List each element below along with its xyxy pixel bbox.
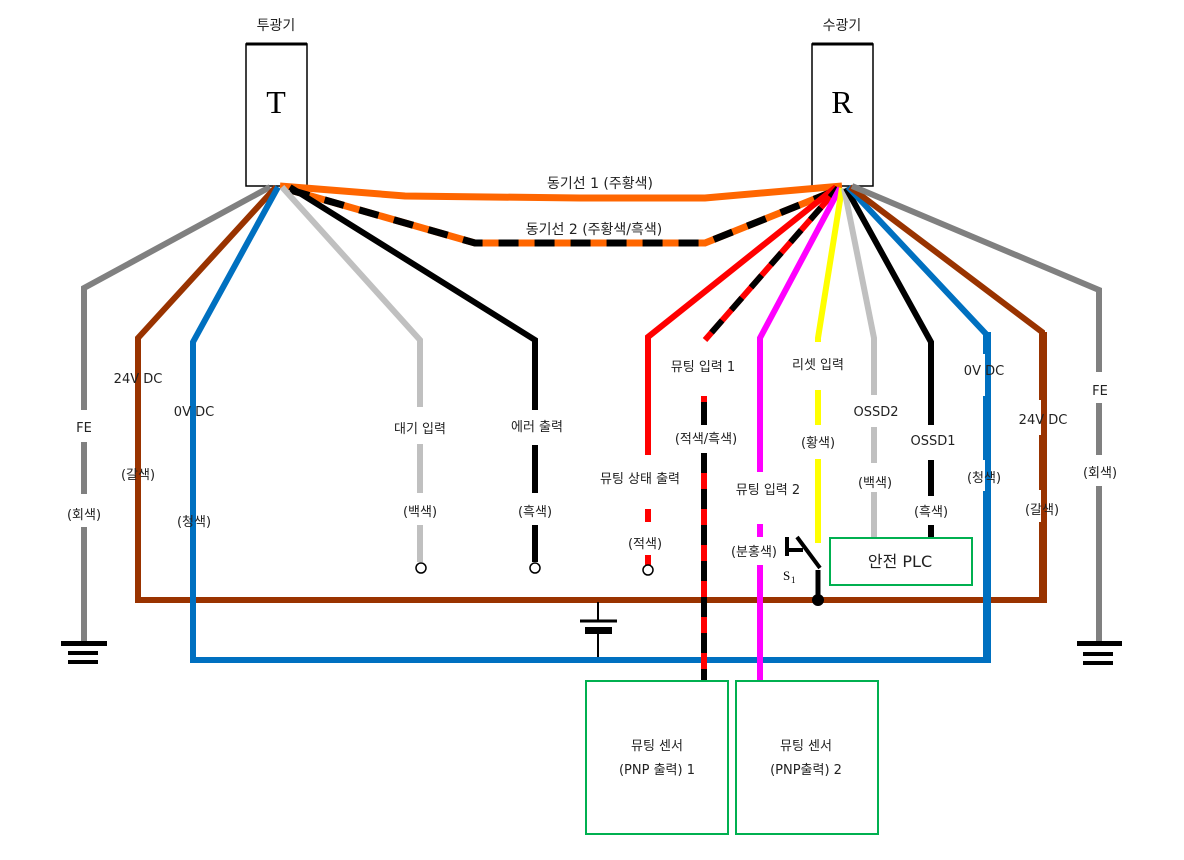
receiver-wire-24v-name: 24V DC — [1019, 413, 1068, 428]
receiver-wire-muting-input-2: 뮤팅 입력 2 (분홍색) — [731, 186, 843, 680]
receiver-wire-muting-input-2-color: (분홍색) — [731, 545, 777, 560]
receiver-wire-fe: FE (회색) — [850, 183, 1117, 642]
receiver-wire-ossd1: OSSD1 (흑색) — [843, 186, 956, 538]
emitter-wire-standby-input: 대기 입력 (백색) — [279, 184, 446, 574]
receiver-wire-0v: 0V DC (청색) — [845, 184, 1004, 660]
ground-left-icon — [61, 641, 107, 664]
emitter-wire-0v-color: (청색) — [177, 515, 211, 530]
emitter-unit: 투광기 T — [245, 18, 308, 187]
safety-plc-label: 안전 PLC — [868, 552, 932, 571]
receiver-wire-muting-status-name: 뮤팅 상태 출력 — [600, 472, 680, 487]
receiver-unit: 수광기 R — [811, 18, 874, 187]
bus-0v — [190, 332, 991, 663]
receiver-wire-reset-input: 리셋 입력 (황색) — [792, 187, 845, 543]
receiver-wire-ossd2-name: OSSD2 — [853, 405, 898, 420]
muting-sensor-1: 뮤팅 센서 (PNP 출력) 1 — [585, 680, 729, 835]
receiver-wire-reset-name: 리셋 입력 — [792, 358, 844, 373]
receiver-wire-muting-status-color: (적색) — [628, 537, 662, 552]
ground-right-icon — [1077, 641, 1122, 665]
safety-plc: 안전 PLC — [829, 537, 973, 586]
emitter-wire-error-output: 에러 출력 (흑색) — [288, 184, 563, 574]
receiver-wire-0v-name: 0V DC — [964, 364, 1004, 379]
muting-sensor-2-line1: 뮤팅 센서 — [780, 739, 832, 754]
receiver-wire-ossd1-color: (흑색) — [914, 505, 948, 520]
emitter-letter: T — [266, 84, 286, 120]
emitter-wire-24v-name: 24V DC — [114, 372, 163, 387]
emitter-wire-0v-name: 0V DC — [174, 405, 214, 420]
emitter-title: 투광기 — [257, 18, 296, 34]
muting-sensor-2-line2: (PNP출력) 2 — [770, 763, 842, 778]
muting-sensor-1-box — [585, 680, 729, 835]
emitter-wire-fe-color: (회색) — [67, 508, 101, 523]
receiver-wire-muting-input-1-name: 뮤팅 입력 1 — [671, 360, 735, 375]
battery-icon — [580, 602, 617, 657]
receiver-wire-fe-name: FE — [1092, 384, 1108, 399]
sync-line-2-label: 동기선 2 (주황색/흑색) — [526, 221, 663, 238]
receiver-wire-reset-color: (황색) — [801, 436, 835, 451]
receiver-wire-ossd2: OSSD2 (백색) — [841, 187, 899, 538]
receiver-wire-24v-color: (갈색) — [1025, 503, 1059, 518]
muting-sensor-2: 뮤팅 센서 (PNP출력) 2 — [735, 680, 879, 835]
emitter-wire-0v: 0V DC (청색) — [174, 185, 281, 602]
receiver-wire-ossd1-name: OSSD1 — [910, 434, 955, 449]
receiver-wire-24v: 24V DC (갈색) — [848, 184, 1068, 600]
receiver-wire-0v-color: (청색) — [967, 471, 1001, 486]
receiver-box — [811, 43, 874, 187]
switch-label: S — [783, 568, 790, 583]
sync-line-2-stripe — [289, 184, 844, 247]
sync-line-1-label: 동기선 1 (주황색) — [547, 176, 653, 192]
sync-line-1: 동기선 1 (주황색) — [279, 176, 843, 202]
receiver-wire-muting-input-2-name: 뮤팅 입력 2 — [736, 483, 800, 498]
safety-plc-box — [829, 537, 973, 586]
receiver-wire-muting-input-1: 뮤팅 입력 1 (적색/흑색) — [671, 186, 841, 680]
receiver-wire-fe-color: (회색) — [1083, 466, 1117, 481]
emitter-wire-standby-color: (백색) — [403, 505, 437, 520]
terminal-error — [529, 562, 541, 574]
terminal-muting-status — [642, 564, 654, 576]
muting-sensor-1-line2: (PNP 출력) 1 — [619, 763, 695, 778]
emitter-wire-24v: 24V DC (갈색) — [114, 184, 279, 600]
muting-sensor-2-box — [735, 680, 879, 835]
emitter-box — [245, 43, 308, 187]
receiver-letter: R — [831, 84, 853, 120]
emitter-wire-fe-name: FE — [76, 421, 92, 436]
emitter-wire-24v-color: (갈색) — [121, 468, 155, 483]
emitter-wire-fe: FE (회색) — [67, 184, 272, 642]
terminal-standby — [415, 562, 427, 574]
emitter-wire-error-name: 에러 출력 — [511, 420, 563, 435]
receiver-wire-muting-input-1-color: (적색/흑색) — [675, 432, 737, 447]
sync-line-2: 동기선 2 (주황색/흑색) — [289, 184, 844, 247]
sync-line-1-wire — [279, 182, 843, 202]
receiver-title: 수광기 — [823, 18, 862, 34]
reset-switch-icon[interactable]: S 1 — [783, 535, 824, 606]
muting-sensor-1-line1: 뮤팅 센서 — [631, 739, 683, 754]
emitter-wire-standby-name: 대기 입력 — [394, 422, 446, 437]
receiver-wire-ossd2-color: (백색) — [858, 476, 892, 491]
receiver-wire-muting-status: 뮤팅 상태 출력 (적색) — [600, 184, 838, 576]
emitter-wire-error-color: (흑색) — [518, 505, 552, 520]
switch-subscript: 1 — [791, 575, 796, 585]
